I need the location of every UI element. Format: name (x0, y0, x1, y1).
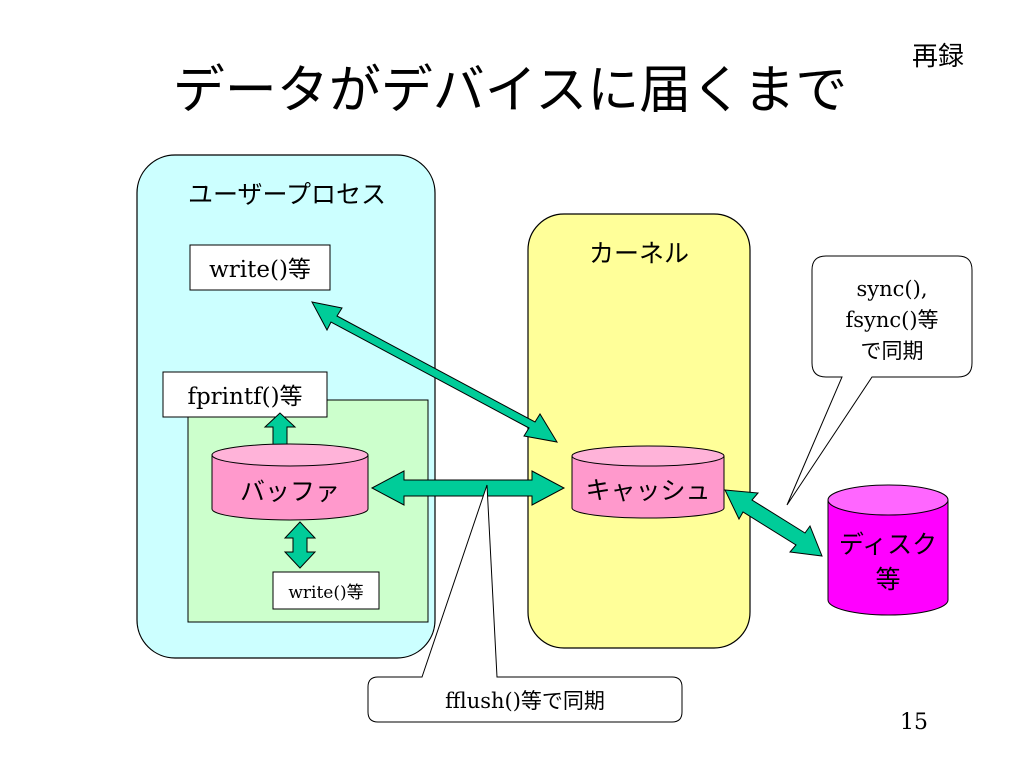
page-number: 15 (900, 710, 928, 735)
lib-write-label: write()等 (288, 583, 363, 603)
arrow-cache-disk (724, 489, 823, 557)
cache-cylinder (571, 445, 725, 519)
lib-write-box (272, 571, 380, 610)
kernel-region (527, 213, 751, 649)
disk-cylinder (827, 484, 949, 616)
sync-callout-bubble (786, 255, 973, 506)
arrow-buffer-libwrite (283, 521, 317, 569)
slide-title: データがデバイスに届くまで (172, 61, 848, 121)
fprintf-call-box (162, 371, 328, 418)
sync-callout-line3: で同期 (861, 339, 924, 363)
fflush-callout-label: fflush()等で同期 (445, 689, 605, 713)
write-call-label: write()等 (209, 257, 311, 283)
buffer-cylinder (211, 443, 369, 521)
fprintf-call-label: fprintf()等 (187, 384, 302, 410)
write-call-box (189, 244, 331, 291)
sync-callout-line2: fsync()等 (845, 308, 938, 332)
disk-label-line2: 等 (875, 565, 900, 594)
arrow-buffer-cache (370, 470, 566, 506)
cache-label: キャッシュ (585, 476, 710, 505)
kernel-label: カーネル (589, 239, 689, 268)
user-process-label: ユーザープロセス (188, 180, 386, 209)
buffer-label: バッファ (240, 477, 340, 506)
arrow-write-cache (311, 301, 559, 443)
disk-label-line1: ディスク (839, 530, 937, 559)
sync-callout-line1: sync(), (857, 277, 928, 301)
rerun-label: 再録 (912, 42, 965, 72)
fflush-callout-bubble (367, 484, 683, 723)
